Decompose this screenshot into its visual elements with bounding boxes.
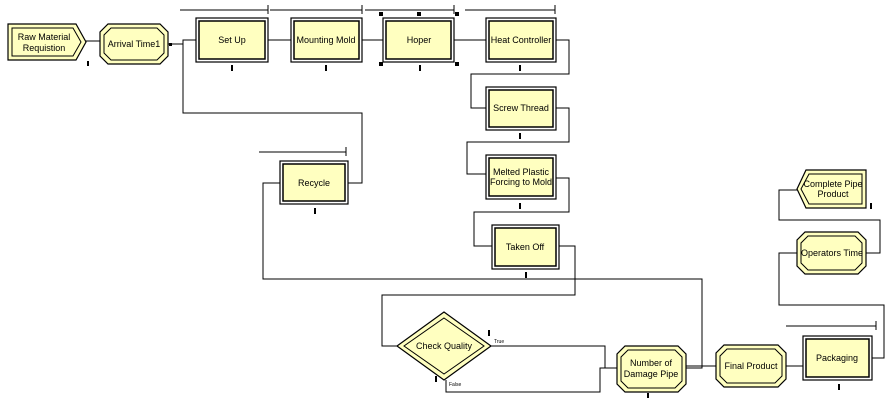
connector-arrival-to-recycle [182,44,363,184]
connector-recycle-to-takenoff [262,182,703,369]
hoper-selection-handles [379,12,459,66]
connector-takenoff-to-check [381,245,576,347]
hoper-module[interactable]: Hoper [382,17,455,63]
number-damage-line1: Number of [630,358,673,368]
connector-melted-to-takenoff [473,177,570,247]
arrival-time-label: Arrival Time1 [108,39,161,49]
connectors [84,39,885,393]
screw-thread-module[interactable]: Screw Thread [485,86,557,131]
complete-pipe-line2: Product [817,189,849,199]
check-quality-false-label: False [449,382,461,388]
raw-material-line2: Requistion [23,43,66,53]
recycle-label: Recycle [298,178,330,188]
hoper-label: Hoper [407,35,432,45]
final-product-module[interactable]: Final Product [715,344,787,388]
raw-material-requistion-module[interactable]: Raw Material Requistion [7,23,87,61]
melted-plastic-module[interactable]: Melted Plastic Forcing to Mold [485,154,557,200]
raw-material-line1: Raw Material [18,32,71,42]
entity-markers [87,43,872,398]
taken-off-label: Taken Off [506,242,545,252]
heat-controller-module[interactable]: Heat Controller [485,17,557,63]
taken-off-module[interactable]: Taken Off [491,224,560,270]
set-up-label: Set Up [218,35,246,45]
heat-controller-label: Heat Controller [491,35,552,45]
set-up-module[interactable]: Set Up [195,17,269,63]
complete-pipe-product-module[interactable]: Complete Pipe Product [796,169,867,209]
complete-pipe-line1: Complete Pipe [803,179,862,189]
recycle-module[interactable]: Recycle [279,160,349,205]
arrival-time-module[interactable]: Arrival Time1 [99,23,169,65]
connector-check-true [491,345,617,369]
check-quality-true-label: True [494,339,504,345]
final-product-label: Final Product [724,361,778,371]
operators-time-label: Operators Time [801,248,863,258]
screw-thread-label: Screw Thread [493,103,549,113]
packaging-label: Packaging [816,353,858,363]
connector-check-false [445,367,617,393]
number-of-damage-pipe-module[interactable]: Number of Damage Pipe [616,345,687,393]
module-header-bars [180,5,877,330]
melted-plastic-line2: Forcing to Mold [490,177,552,187]
connector-arrival-to-setup [168,39,196,45]
connector-screw-to-melted [466,107,570,175]
packaging-module[interactable]: Packaging [802,335,873,381]
check-quality-module[interactable]: Check Quality True False [395,311,504,388]
number-damage-line2: Damage Pipe [624,369,679,379]
melted-plastic-line1: Melted Plastic [493,167,550,177]
mounting-mold-label: Mounting Mold [296,35,355,45]
mounting-mold-module[interactable]: Mounting Mold [290,17,363,63]
operators-time-module[interactable]: Operators Time [796,231,867,275]
connector-heat-to-screw [470,39,570,109]
check-quality-label: Check Quality [416,341,473,351]
connector-packaging-to-operators [778,252,885,359]
connector-operators-to-complete [778,189,881,254]
